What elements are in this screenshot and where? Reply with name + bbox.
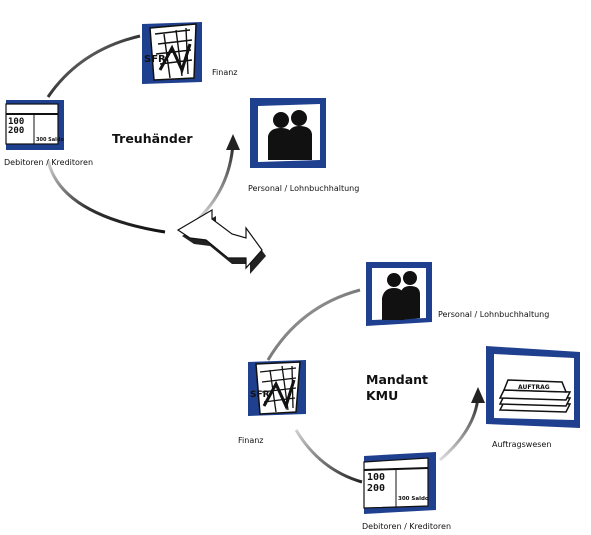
top-finanz-icon: SFR xyxy=(142,22,202,84)
bottom-auftrag-icon-text: AUFTRAG xyxy=(518,384,550,391)
bottom-arc-right xyxy=(439,396,480,462)
bottom-finanz-icon-text: SFR xyxy=(250,390,270,400)
bottom-center-line1: Mandant xyxy=(366,372,429,387)
bottom-arc-upper xyxy=(266,288,361,361)
top-arc-arrowhead xyxy=(226,134,240,150)
bottom-personal-label: Personal / Lohnbuchhaltung xyxy=(438,310,550,319)
top-debitoren-label: Debitoren / Kreditoren xyxy=(4,158,94,167)
bottom-finanz-label: Finanz xyxy=(238,436,264,445)
top-arc-left-upper xyxy=(46,34,141,98)
bottom-arc-arrowhead xyxy=(471,387,485,403)
bottom-auftrag-label: Auftragswesen xyxy=(492,440,552,449)
bottom-debitoren-icon-line3: 300 Saldo xyxy=(398,496,429,502)
top-debitoren-icon-line2: 200 xyxy=(8,126,24,136)
top-debitoren-icon-line3: 300 Saldo xyxy=(36,137,64,143)
top-finanz-label: Finanz xyxy=(212,68,238,77)
top-personal-icon xyxy=(250,98,326,168)
bottom-debitoren-label: Debitoren / Kreditoren xyxy=(362,522,452,531)
top-debitoren-icon-line1: 100 xyxy=(8,117,24,127)
connecting-arrow-icon xyxy=(176,208,266,274)
top-debitoren-icon: 100 200 300 Saldo xyxy=(5,100,64,150)
top-arc-left-lower xyxy=(46,159,166,234)
bottom-debitoren-icon-line1: 100 xyxy=(367,472,385,483)
top-personal-label: Personal / Lohnbuchhaltung xyxy=(248,184,360,193)
bottom-finanz-icon: SFR xyxy=(248,360,306,416)
bottom-debitoren-icon: 100 200 300 Saldo xyxy=(363,452,436,514)
bottom-personal-icon xyxy=(366,262,432,326)
bottom-auftrag-icon: AUFTRAG xyxy=(486,346,580,428)
bottom-center-line2: KMU xyxy=(366,388,399,403)
bottom-debitoren-icon-line2: 200 xyxy=(367,483,385,494)
top-arc-right xyxy=(193,142,235,224)
bottom-arc-lower xyxy=(294,429,363,484)
top-center-label: Treuhänder xyxy=(112,131,193,146)
top-finanz-icon-text: SFR xyxy=(144,54,166,65)
